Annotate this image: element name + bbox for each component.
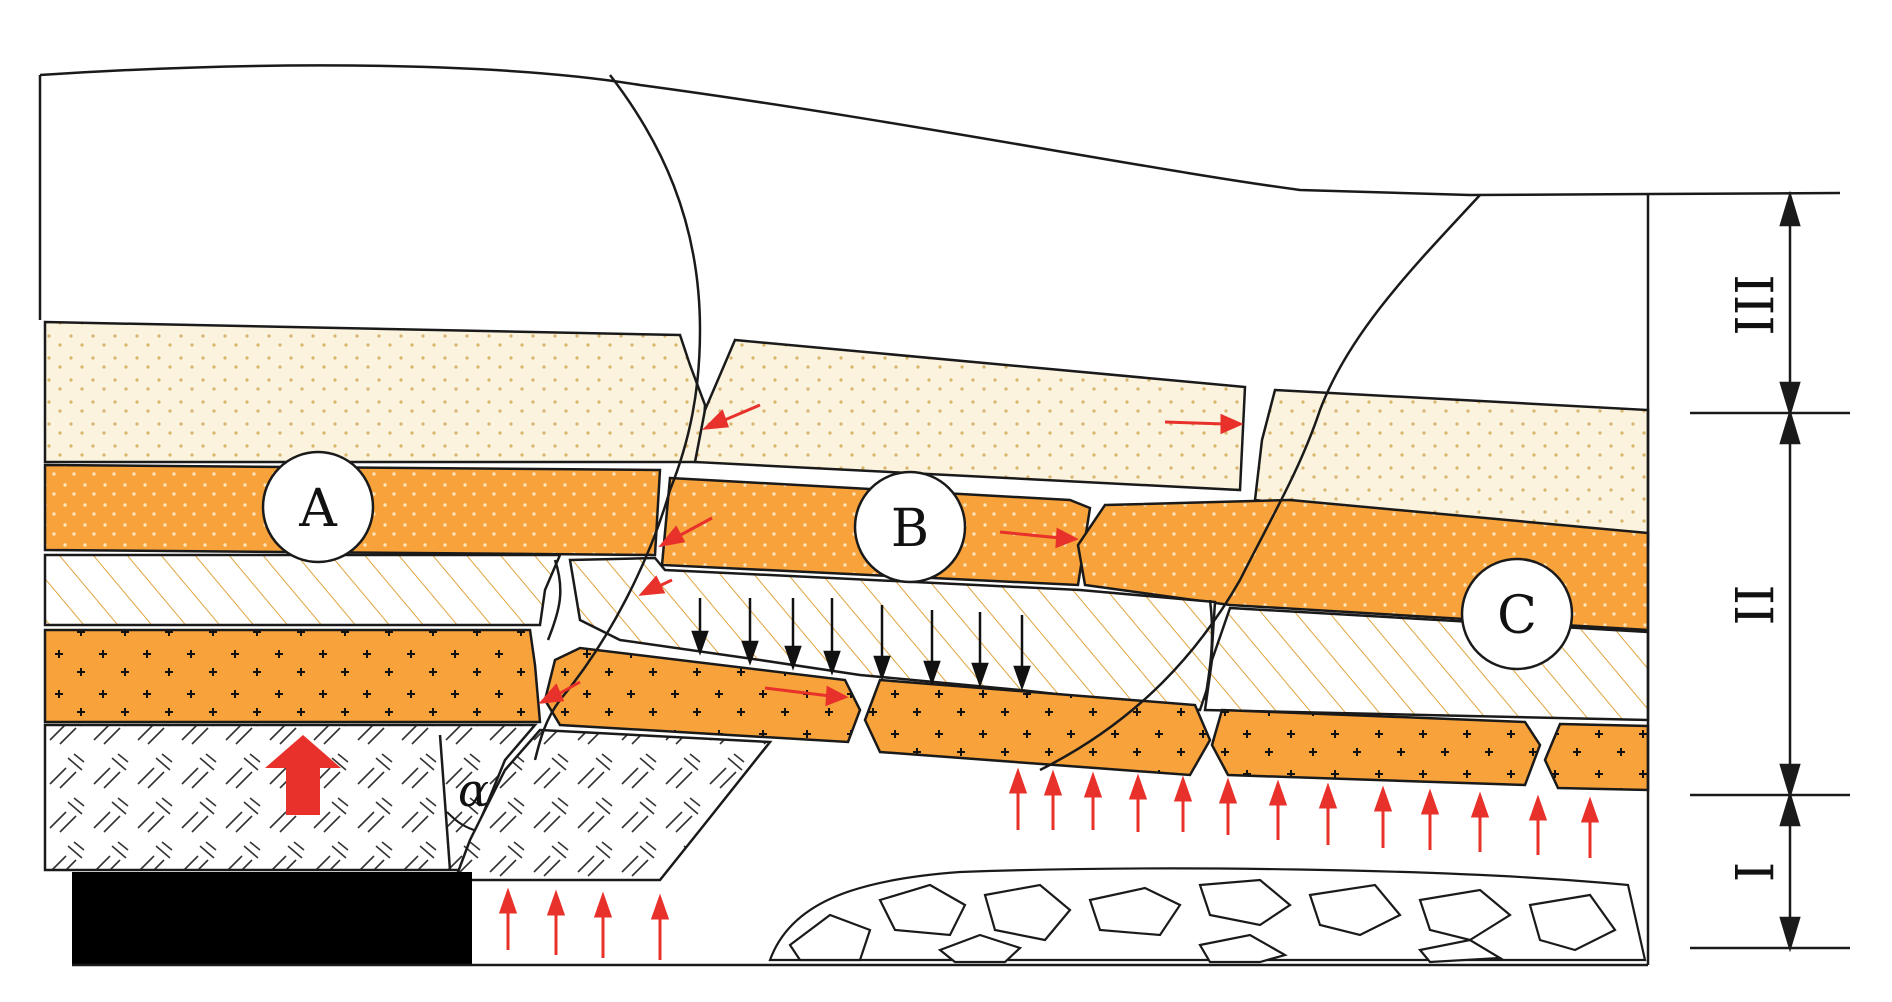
zone-dimension-arrows: [1781, 195, 1799, 948]
block-b-label: B: [891, 499, 929, 559]
block-c-marker: C: [1462, 559, 1572, 669]
goaf-rubble: [770, 868, 1645, 962]
ground-surface-line: [40, 65, 1840, 195]
coal-seam: [72, 872, 472, 964]
zone-label-iii: III: [1722, 274, 1782, 336]
block-c-label: C: [1497, 586, 1537, 646]
immediate-roof: [45, 725, 770, 880]
block-a-marker: A: [263, 452, 373, 562]
block-a-label: A: [298, 479, 338, 539]
zone-label-ii: II: [1722, 584, 1782, 625]
angle-alpha-label: α: [458, 763, 489, 817]
block-b-marker: B: [855, 472, 965, 582]
zone-label-i: I: [1722, 862, 1782, 883]
